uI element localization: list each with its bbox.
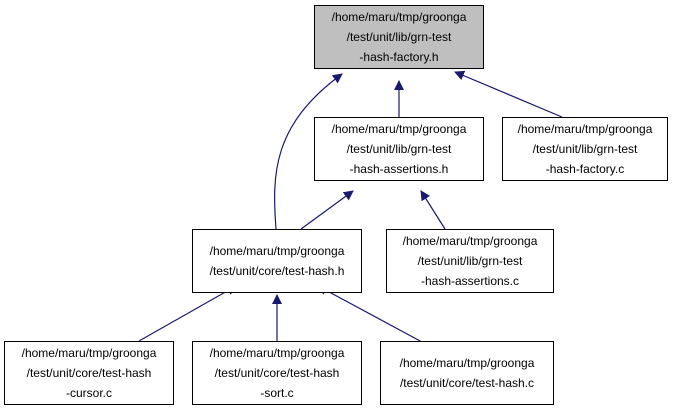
edge-test-hash-c-to-test-hash-h <box>317 285 436 350</box>
edge-test-hash-h-to-assertions-h <box>300 190 354 230</box>
node-test-hash-sort-c[interactable]: /home/maru/tmp/groonga /test/unit/core/t… <box>192 341 362 405</box>
node-label-line: /home/maru/tmp/groonga <box>209 244 345 258</box>
node-test-hash-h[interactable]: /home/maru/tmp/groonga /test/unit/core/t… <box>192 229 362 293</box>
node-test-hash-cursor-c[interactable]: /home/maru/tmp/groonga /test/unit/core/t… <box>4 341 174 405</box>
edge-test-hash-h-to-root <box>274 73 343 230</box>
node-label-line: -hash-assertions.c <box>420 274 520 288</box>
node-label-line: /test/unit/lib/grn-test <box>417 254 523 268</box>
node-label-line: /test/unit/core/test-hash.h <box>209 264 345 278</box>
node-label-line: -hash-factory.h <box>359 50 439 64</box>
edge-assertions-c-to-assertions-h <box>420 190 446 230</box>
edge-factory-c-to-root <box>454 70 563 118</box>
node-label-line: /test/unit/lib/grn-test <box>346 142 452 156</box>
node-label-line: -hash-factory.c <box>545 162 625 176</box>
edge-cursor-c-to-test-hash-h <box>138 285 237 342</box>
node-label-line: /home/maru/tmp/groonga <box>402 234 538 248</box>
node-label-line: /home/maru/tmp/groonga <box>21 346 157 360</box>
node-label-line: /test/unit/core/test-hash.c <box>399 376 535 390</box>
node-hash-assertions-h[interactable]: /home/maru/tmp/groonga /test/unit/lib/gr… <box>314 117 484 181</box>
node-hash-factory-h[interactable]: /home/maru/tmp/groonga /test/unit/lib/gr… <box>314 5 484 69</box>
node-label-line: /test/unit/lib/grn-test <box>532 142 638 156</box>
node-label-line: -hash-assertions.h <box>349 162 449 176</box>
node-hash-factory-c[interactable]: /home/maru/tmp/groonga /test/unit/lib/gr… <box>502 117 668 181</box>
node-label-line: -sort.c <box>260 386 294 400</box>
node-label-line: /home/maru/tmp/groonga <box>331 122 467 136</box>
node-label-line: /test/unit/lib/grn-test <box>346 30 452 44</box>
node-label-line: /home/maru/tmp/groonga <box>331 10 467 24</box>
node-label-line: /home/maru/tmp/groonga <box>517 122 653 136</box>
node-hash-assertions-c[interactable]: /home/maru/tmp/groonga /test/unit/lib/gr… <box>386 229 554 293</box>
node-label-line: -cursor.c <box>65 386 112 400</box>
node-test-hash-c[interactable]: /home/maru/tmp/groonga /test/unit/core/t… <box>380 341 554 405</box>
node-label-line: /test/unit/core/test-hash <box>214 366 340 380</box>
node-label-line: /home/maru/tmp/groonga <box>209 346 345 360</box>
node-label-line: /test/unit/core/test-hash <box>26 366 152 380</box>
node-label-line: /home/maru/tmp/groonga <box>399 356 535 370</box>
